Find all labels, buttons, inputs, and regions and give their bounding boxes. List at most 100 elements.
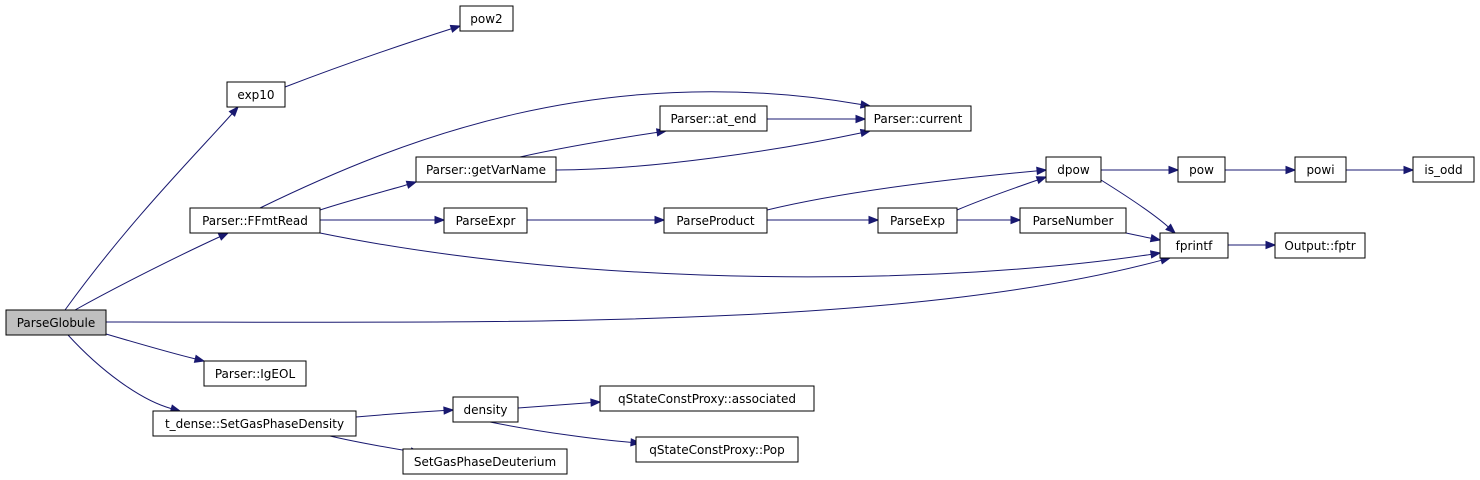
- node-label: pow2: [470, 12, 502, 26]
- node-density[interactable]: density: [452, 396, 519, 423]
- node-box[interactable]: [1274, 232, 1366, 259]
- node-label: pow: [1189, 163, 1214, 177]
- edge-exp10-to-pow2: [284, 24, 462, 88]
- edge-ParseNumber-to-fprintf: [1125, 232, 1162, 243]
- node-label: ParseProduct: [676, 214, 754, 228]
- node-box[interactable]: [459, 5, 514, 32]
- edge-line: [284, 28, 452, 88]
- arrow-head-icon: [449, 24, 462, 33]
- edge-ParseProduct-to-dpow: [766, 166, 1048, 211]
- edge-line: [766, 170, 1038, 211]
- node-ParseProduct[interactable]: ParseProduct: [663, 207, 768, 234]
- node-exp10[interactable]: exp10: [226, 81, 286, 108]
- node-SetGasPhaseDeuterium[interactable]: SetGasPhaseDeuterium: [402, 448, 568, 475]
- node-pow2[interactable]: pow2: [459, 5, 514, 32]
- edge-ParseGlobule-to-SetGasPhaseDensity: [67, 334, 182, 413]
- arrow-head-icon: [1010, 215, 1022, 225]
- edge-SetGasPhaseDensity-to-density: [355, 406, 455, 418]
- node-FFmtRead[interactable]: Parser::FFmtRead: [189, 207, 321, 234]
- edge-FFmtRead-to-ParseExpr: [320, 215, 446, 225]
- edge-line: [105, 333, 196, 360]
- edge-dpow-to-fprintf: [1100, 179, 1177, 234]
- edge-line: [74, 236, 221, 311]
- edge-FFmtRead-to-current: [259, 91, 872, 209]
- node-associated[interactable]: qStateConstProxy::associated: [599, 385, 815, 412]
- node-box[interactable]: [635, 436, 799, 463]
- edge-line: [64, 113, 233, 311]
- arrow-head-icon: [654, 215, 666, 225]
- edge-line: [956, 179, 1038, 211]
- edge-getVarName-to-current: [555, 128, 872, 171]
- node-label: Parser::IgEOL: [215, 367, 296, 381]
- node-powi[interactable]: powi: [1294, 156, 1347, 183]
- edge-density-to-Pop: [489, 421, 642, 447]
- node-box[interactable]: [189, 207, 321, 234]
- edge-ParseExp-to-dpow: [956, 176, 1048, 211]
- arrow-head-icon: [1265, 240, 1277, 250]
- edge-powi-to-is_odd: [1346, 165, 1415, 175]
- node-dpow[interactable]: dpow: [1045, 156, 1102, 183]
- node-box[interactable]: [402, 448, 568, 475]
- node-box[interactable]: [203, 360, 307, 387]
- edge-line: [319, 232, 1152, 278]
- edge-line: [67, 334, 172, 410]
- node-label: ParseNumber: [1033, 214, 1114, 228]
- node-box[interactable]: [152, 410, 357, 437]
- edge-getVarName-to-at_end: [519, 128, 668, 158]
- node-box[interactable]: [452, 396, 519, 423]
- node-ParseNumber[interactable]: ParseNumber: [1019, 207, 1127, 234]
- node-ParseGlobule[interactable]: ParseGlobule: [5, 309, 107, 336]
- arrow-head-icon: [590, 398, 602, 407]
- node-SetGasPhaseDensity[interactable]: t_dense::SetGasPhaseDensity: [152, 410, 357, 437]
- arrow-head-icon: [1168, 165, 1180, 175]
- node-ParseExp[interactable]: ParseExp: [877, 207, 958, 234]
- node-box[interactable]: [443, 207, 528, 234]
- node-box[interactable]: [1019, 207, 1127, 234]
- node-box[interactable]: [1294, 156, 1347, 183]
- node-box[interactable]: [663, 207, 768, 234]
- node-label: density: [464, 403, 508, 417]
- edge-ParseExp-to-ParseNumber: [957, 215, 1022, 225]
- edge-line: [319, 184, 408, 211]
- node-box[interactable]: [1045, 156, 1102, 183]
- node-box[interactable]: [659, 105, 768, 132]
- node-box[interactable]: [5, 309, 107, 336]
- arrow-head-icon: [868, 215, 880, 225]
- node-box[interactable]: [226, 81, 286, 108]
- node-box[interactable]: [864, 105, 972, 132]
- node-label: ParseExp: [890, 214, 945, 228]
- edge-fprintf-to-fptr: [1228, 240, 1277, 250]
- edge-ParseExpr-to-ParseProduct: [527, 215, 666, 225]
- node-box[interactable]: [599, 385, 815, 412]
- node-IgEOL[interactable]: Parser::IgEOL: [203, 360, 307, 387]
- node-ParseExpr[interactable]: ParseExpr: [443, 207, 528, 234]
- node-box[interactable]: [1412, 156, 1475, 183]
- arrow-head-icon: [193, 354, 206, 363]
- node-label: qStateConstProxy::associated: [618, 392, 796, 406]
- edge-FFmtRead-to-getVarName: [319, 180, 418, 211]
- node-pow[interactable]: pow: [1177, 156, 1226, 183]
- node-at_end[interactable]: Parser::at_end: [659, 105, 768, 132]
- edge-line: [105, 259, 1162, 323]
- node-Pop[interactable]: qStateConstProxy::Pop: [635, 436, 799, 463]
- node-label: Parser::getVarName: [426, 163, 546, 177]
- node-getVarName[interactable]: Parser::getVarName: [415, 156, 557, 183]
- node-is_odd[interactable]: is_odd: [1412, 156, 1475, 183]
- node-fptr[interactable]: Output::fptr: [1274, 232, 1366, 259]
- node-label: is_odd: [1424, 163, 1462, 177]
- edge-line: [259, 91, 862, 209]
- edge-line: [1125, 232, 1152, 239]
- node-label: dpow: [1057, 163, 1090, 177]
- node-box[interactable]: [1159, 232, 1229, 259]
- arrow-head-icon: [217, 232, 230, 241]
- arrow-head-icon: [443, 406, 455, 415]
- node-box[interactable]: [877, 207, 958, 234]
- node-box[interactable]: [1177, 156, 1226, 183]
- edge-at_end-to-current: [766, 114, 867, 124]
- edge-line: [489, 421, 632, 443]
- node-current[interactable]: Parser::current: [864, 105, 972, 132]
- node-box[interactable]: [415, 156, 557, 183]
- node-label: t_dense::SetGasPhaseDensity: [165, 417, 344, 431]
- node-label: Parser::FFmtRead: [202, 214, 308, 228]
- node-fprintf[interactable]: fprintf: [1159, 232, 1229, 259]
